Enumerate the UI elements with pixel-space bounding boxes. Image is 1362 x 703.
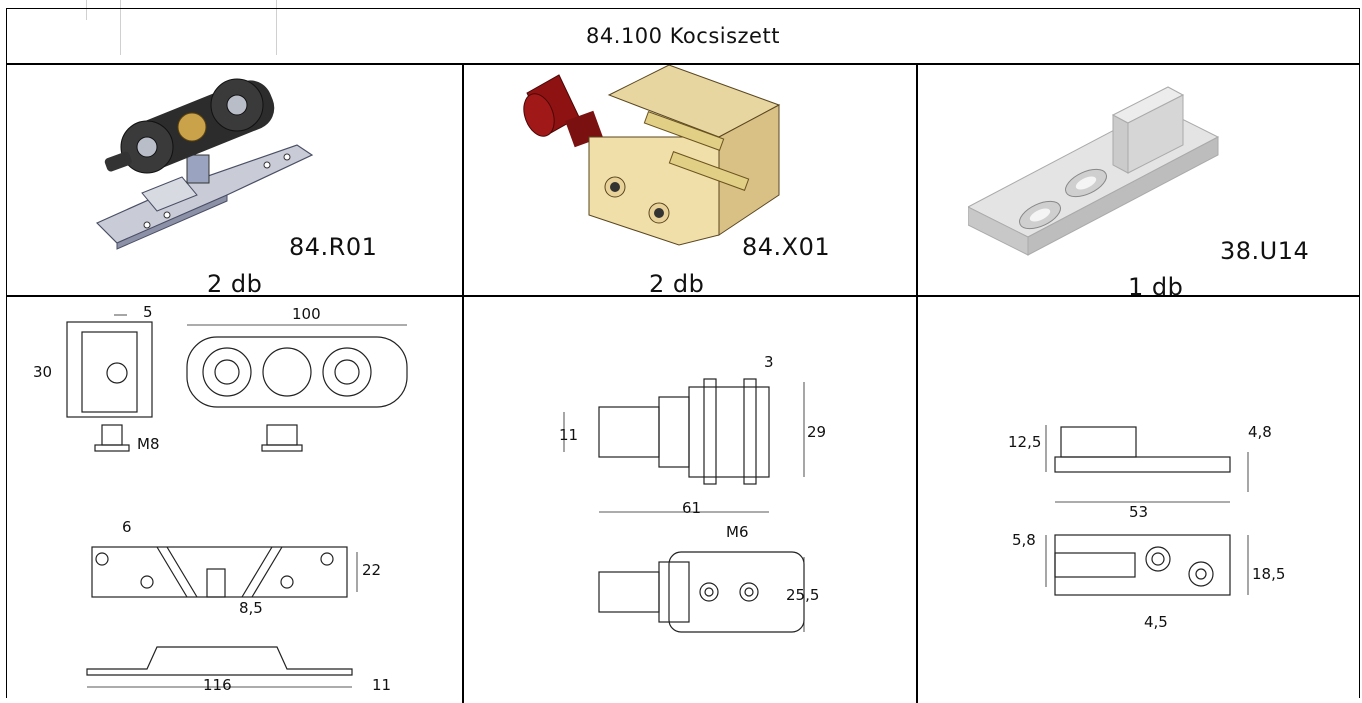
dimension-label: 4,8: [1248, 423, 1272, 441]
faint-mark: [86, 0, 87, 20]
dimension-label: 11: [372, 676, 391, 692]
dimension-label: 11: [559, 426, 578, 444]
technical-drawing-r01: 5 100 30 M8 6 22 8,5 116 11: [33, 303, 408, 692]
part-cell-u14: 38.U14 1 db: [918, 65, 1359, 301]
dimension-label: 18,5: [1252, 565, 1285, 583]
dimension-label: 5: [143, 303, 153, 321]
technical-drawing-u14: 12,5 4,8 53 5,8 18,5 4,5: [1008, 423, 1285, 631]
part-cell-r01: 84.R01 2 db: [7, 65, 462, 298]
dimension-label: 29: [807, 423, 826, 441]
floor-guide-icon: [968, 86, 1220, 256]
dimension-label: 8,5: [239, 599, 263, 617]
faint-mark: [120, 0, 121, 55]
row-divider: [7, 295, 1359, 297]
dimension-label: 22: [362, 561, 381, 579]
part-code: 84.R01: [289, 233, 378, 261]
part-code: 84.X01: [742, 233, 831, 261]
dimension-label: 3: [764, 353, 774, 371]
dimension-label: 30: [33, 363, 52, 381]
column-divider: [916, 63, 918, 703]
faint-mark: [276, 0, 277, 55]
dimension-label: M8: [137, 435, 160, 453]
drawing-cell-u14: 12,5 4,8 53 5,8 18,5 4,5: [918, 297, 1359, 697]
bracket-bolt-icon: [523, 65, 781, 246]
part-cell-x01: 84.X01 2 db: [464, 65, 916, 298]
dimension-label: 116: [203, 676, 232, 692]
part-quantity: 1 db: [1128, 273, 1184, 301]
carriage-roller-icon: [95, 78, 314, 250]
part-code: 38.U14: [1220, 237, 1310, 265]
column-divider: [462, 63, 464, 703]
dimension-label: 12,5: [1008, 433, 1041, 451]
dimension-label: 100: [292, 305, 321, 323]
drawing-cell-r01: 5 100 30 M8 6 22 8,5 116 11: [7, 297, 462, 697]
parts-table: 84.100 Kocsiszett 84.R01 2: [6, 8, 1360, 703]
dimension-label: M6: [726, 523, 749, 541]
table-title: 84.100 Kocsiszett: [586, 24, 780, 48]
part-quantity: 2 db: [207, 270, 263, 298]
part-quantity: 2 db: [649, 270, 705, 298]
drawing-cell-x01: 3 11 29 61 M6 25,5: [464, 297, 916, 697]
technical-drawing-x01: 3 11 29 61 M6 25,5: [559, 353, 826, 633]
dimension-label: 61: [682, 499, 701, 517]
row-divider: [7, 63, 1359, 65]
dimension-label: 6: [122, 518, 132, 536]
dimension-label: 25,5: [786, 586, 819, 604]
dimension-label: 53: [1129, 503, 1148, 521]
dimension-label: 5,8: [1012, 531, 1036, 549]
dimension-label: 4,5: [1144, 613, 1168, 631]
